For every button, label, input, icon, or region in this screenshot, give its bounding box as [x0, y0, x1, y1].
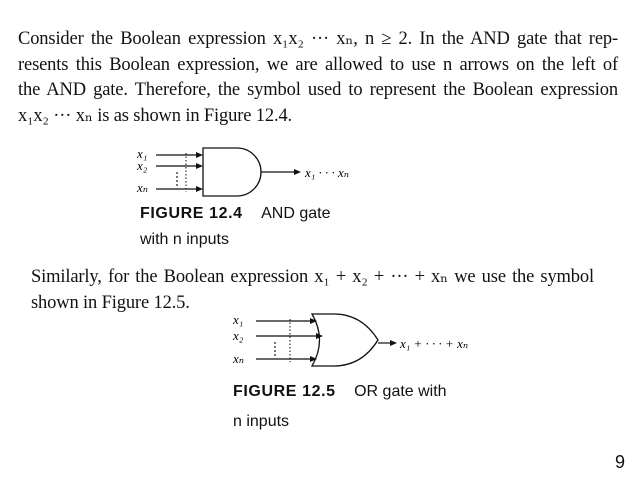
ellipsis-dot	[176, 184, 178, 186]
arrow-head	[294, 169, 301, 175]
or-gate-diagram: x₁ x₂ xₙ x₁ + · · · + xₙ	[232, 312, 468, 367]
figure-caption-12-4-cont: with n inputs	[140, 231, 229, 248]
ellipsis-dot	[274, 346, 276, 348]
input-label-xn: xₙ	[232, 351, 244, 366]
output-label: x₁ · · · xₙ	[304, 165, 349, 180]
input-label-x1: x₁	[232, 312, 243, 327]
caption-text: OR gate with	[354, 383, 447, 400]
paragraph-line: the AND gate. Therefore, the symbol used…	[18, 80, 618, 100]
ellipsis-dot	[274, 342, 276, 344]
page-number: 9	[614, 452, 625, 472]
arrow-head	[310, 318, 317, 324]
output-label: x₁ + · · · + xₙ	[399, 336, 468, 351]
input-label-xn: xₙ	[136, 180, 148, 195]
caption-text: AND gate	[261, 205, 331, 222]
arrow-head	[196, 152, 203, 158]
paragraph-line: Similarly, for the Boolean expression x₁…	[31, 267, 594, 287]
figure-caption-12-4: FIGURE 12.4 AND gate	[140, 202, 330, 226]
arrow-head	[390, 340, 397, 346]
paragraph-line: x₁x₂ ··· xₙ is as shown in Figure 12.4.	[18, 105, 293, 126]
arrow-head	[310, 356, 317, 362]
arrow-head	[196, 163, 203, 169]
and-gate-diagram: x₁ x₂ xₙ x₁ · · · xₙ	[136, 146, 349, 197]
input-label-x1: x₁	[136, 146, 147, 161]
or-gate-shape	[310, 313, 379, 367]
ellipsis-dot	[274, 354, 276, 356]
paragraph-line: shown in Figure 12.5.	[31, 292, 190, 313]
ellipsis-dot	[176, 172, 178, 174]
paragraph-line: Consider the Boolean expression x₁x₂ ···…	[18, 29, 618, 49]
paragraph-line: resents this Boolean expression, we are …	[18, 54, 618, 75]
figure-caption-12-5-cont: n inputs	[233, 413, 290, 430]
input-label-x2: x₂	[136, 158, 148, 173]
figure-label: FIGURE 12.5	[233, 383, 336, 400]
input-label-x2: x₂	[232, 328, 244, 343]
arrow-head	[196, 186, 203, 192]
ellipsis-dot	[176, 176, 178, 178]
paragraph-and-gate: Consider the Boolean expression x₁x₂ ···…	[18, 27, 618, 129]
figure-label: FIGURE 12.4	[140, 205, 243, 222]
paragraph-or-gate: Similarly, for the Boolean expression x₁…	[31, 265, 594, 316]
ellipsis-dot	[274, 350, 276, 352]
ellipsis-dot	[176, 180, 178, 182]
and-gate-shape	[202, 147, 262, 197]
figure-caption-12-5: FIGURE 12.5 OR gate with	[233, 380, 447, 404]
